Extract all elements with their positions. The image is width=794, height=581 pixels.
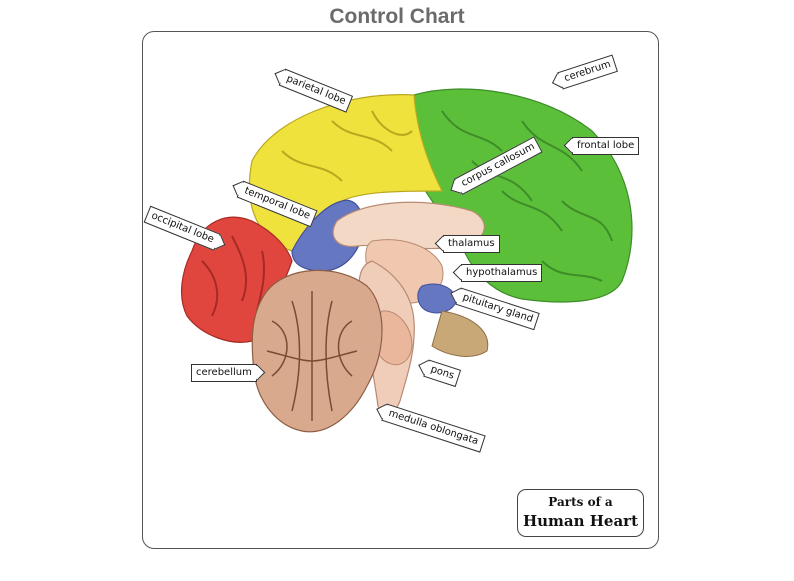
caption-line-2: Human Heart bbox=[522, 512, 639, 530]
label-cerebellum: cerebellum bbox=[191, 364, 257, 382]
label-thalamus: thalamus bbox=[443, 235, 500, 253]
caption-badge: Parts of a Human Heart bbox=[517, 489, 644, 537]
cerebellum-region bbox=[251, 269, 383, 433]
page-title: Control Chart bbox=[329, 5, 465, 28]
pituitary-gland-region bbox=[417, 283, 458, 314]
brain-illustration bbox=[181, 88, 633, 433]
caption-line-1: Parts of a bbox=[548, 495, 613, 509]
label-frontal-lobe: frontal lobe bbox=[572, 137, 640, 155]
label-hypothalamus: hypothalamus bbox=[461, 264, 543, 282]
